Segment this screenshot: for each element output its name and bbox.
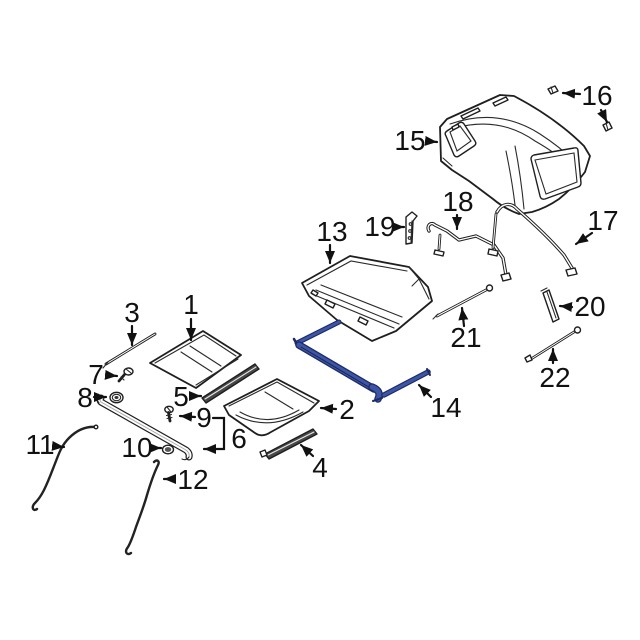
callout-label: 21 (450, 322, 481, 353)
part-22-rod (524, 326, 582, 363)
leader-arrow (104, 369, 119, 380)
part-4-seal-strip (259, 428, 318, 460)
callout-20: 20 (558, 291, 606, 322)
leader-arrow (424, 135, 439, 146)
part-8-grommet (109, 391, 124, 404)
leader-arrow (299, 443, 315, 458)
callout-label: 1 (183, 289, 199, 320)
leader-arrow (561, 88, 582, 99)
callout-label: 6 (231, 423, 247, 454)
callout-label: 5 (173, 381, 189, 412)
part-2-rear-panel (223, 378, 320, 437)
leader-arrow (202, 416, 226, 454)
leader-arrow (51, 440, 66, 451)
leader-arrow (558, 302, 574, 312)
callout-16: 16 (561, 80, 613, 124)
part-14-highlighted-bow (292, 319, 431, 403)
callout-label: 13 (316, 216, 347, 247)
callout-label: 7 (88, 359, 104, 390)
callout-13: 13 (316, 216, 348, 265)
callout-18: 18 (442, 186, 474, 231)
callout-7: 7 (88, 359, 119, 390)
callout-4: 4 (299, 443, 328, 483)
part-5-seal-strip (201, 363, 260, 404)
leader-arrow (597, 108, 609, 124)
callout-21: 21 (450, 306, 482, 353)
callout-15: 15 (394, 125, 439, 156)
callout-11: 11 (25, 429, 66, 460)
callout-label: 16 (581, 80, 612, 111)
part-21-rod (432, 284, 494, 320)
callout-5: 5 (173, 381, 203, 412)
callout-19: 19 (364, 211, 406, 242)
callout-14: 14 (417, 383, 462, 423)
part-11-cable (31, 424, 99, 512)
part-10-grommet (161, 444, 175, 455)
callout-10: 10 (121, 432, 163, 463)
callout-label: 3 (124, 297, 140, 328)
callout-2: 2 (319, 394, 355, 425)
callout-label: 15 (394, 125, 425, 156)
callout-17: 17 (574, 205, 619, 246)
callout-label: 18 (442, 186, 473, 217)
callout-label: 4 (312, 452, 328, 483)
part-9-screw (164, 405, 174, 423)
callout-label: 12 (177, 464, 208, 495)
leader-arrow (319, 403, 338, 414)
callout-label: 2 (339, 394, 355, 425)
leader-arrow (574, 231, 594, 246)
callout-1: 1 (183, 289, 199, 342)
part-15-soft-top-shell (439, 94, 591, 215)
callout-label: 9 (196, 402, 212, 433)
part-20-strip (540, 287, 560, 323)
leader-arrow (458, 306, 469, 328)
callout-label: 10 (121, 432, 152, 463)
callout-label: 8 (77, 382, 93, 413)
callout-6: 6 (202, 416, 247, 454)
part-7-screw (117, 367, 134, 383)
part-19-bracket (405, 211, 418, 245)
callout-9: 9 (178, 402, 212, 433)
callout-22: 22 (539, 347, 571, 393)
callout-label: 22 (539, 362, 570, 393)
callout-3: 3 (124, 297, 140, 347)
callout-label: 17 (587, 205, 618, 236)
part-1-front-panel (149, 330, 242, 389)
part-12-cable (124, 459, 160, 556)
callout-label: 11 (25, 429, 54, 460)
part-3-rail-strip (102, 332, 157, 369)
part-18-bow (426, 221, 512, 282)
callout-label: 20 (574, 291, 605, 322)
callout-label: 14 (430, 392, 461, 423)
part-13-roof-panel (301, 255, 433, 342)
leader-arrow (417, 383, 433, 399)
leader-arrow (178, 411, 197, 422)
callout-8: 8 (77, 382, 108, 413)
part-17-bow (487, 202, 578, 277)
callout-12: 12 (162, 464, 209, 495)
callout-label: 19 (364, 211, 395, 242)
